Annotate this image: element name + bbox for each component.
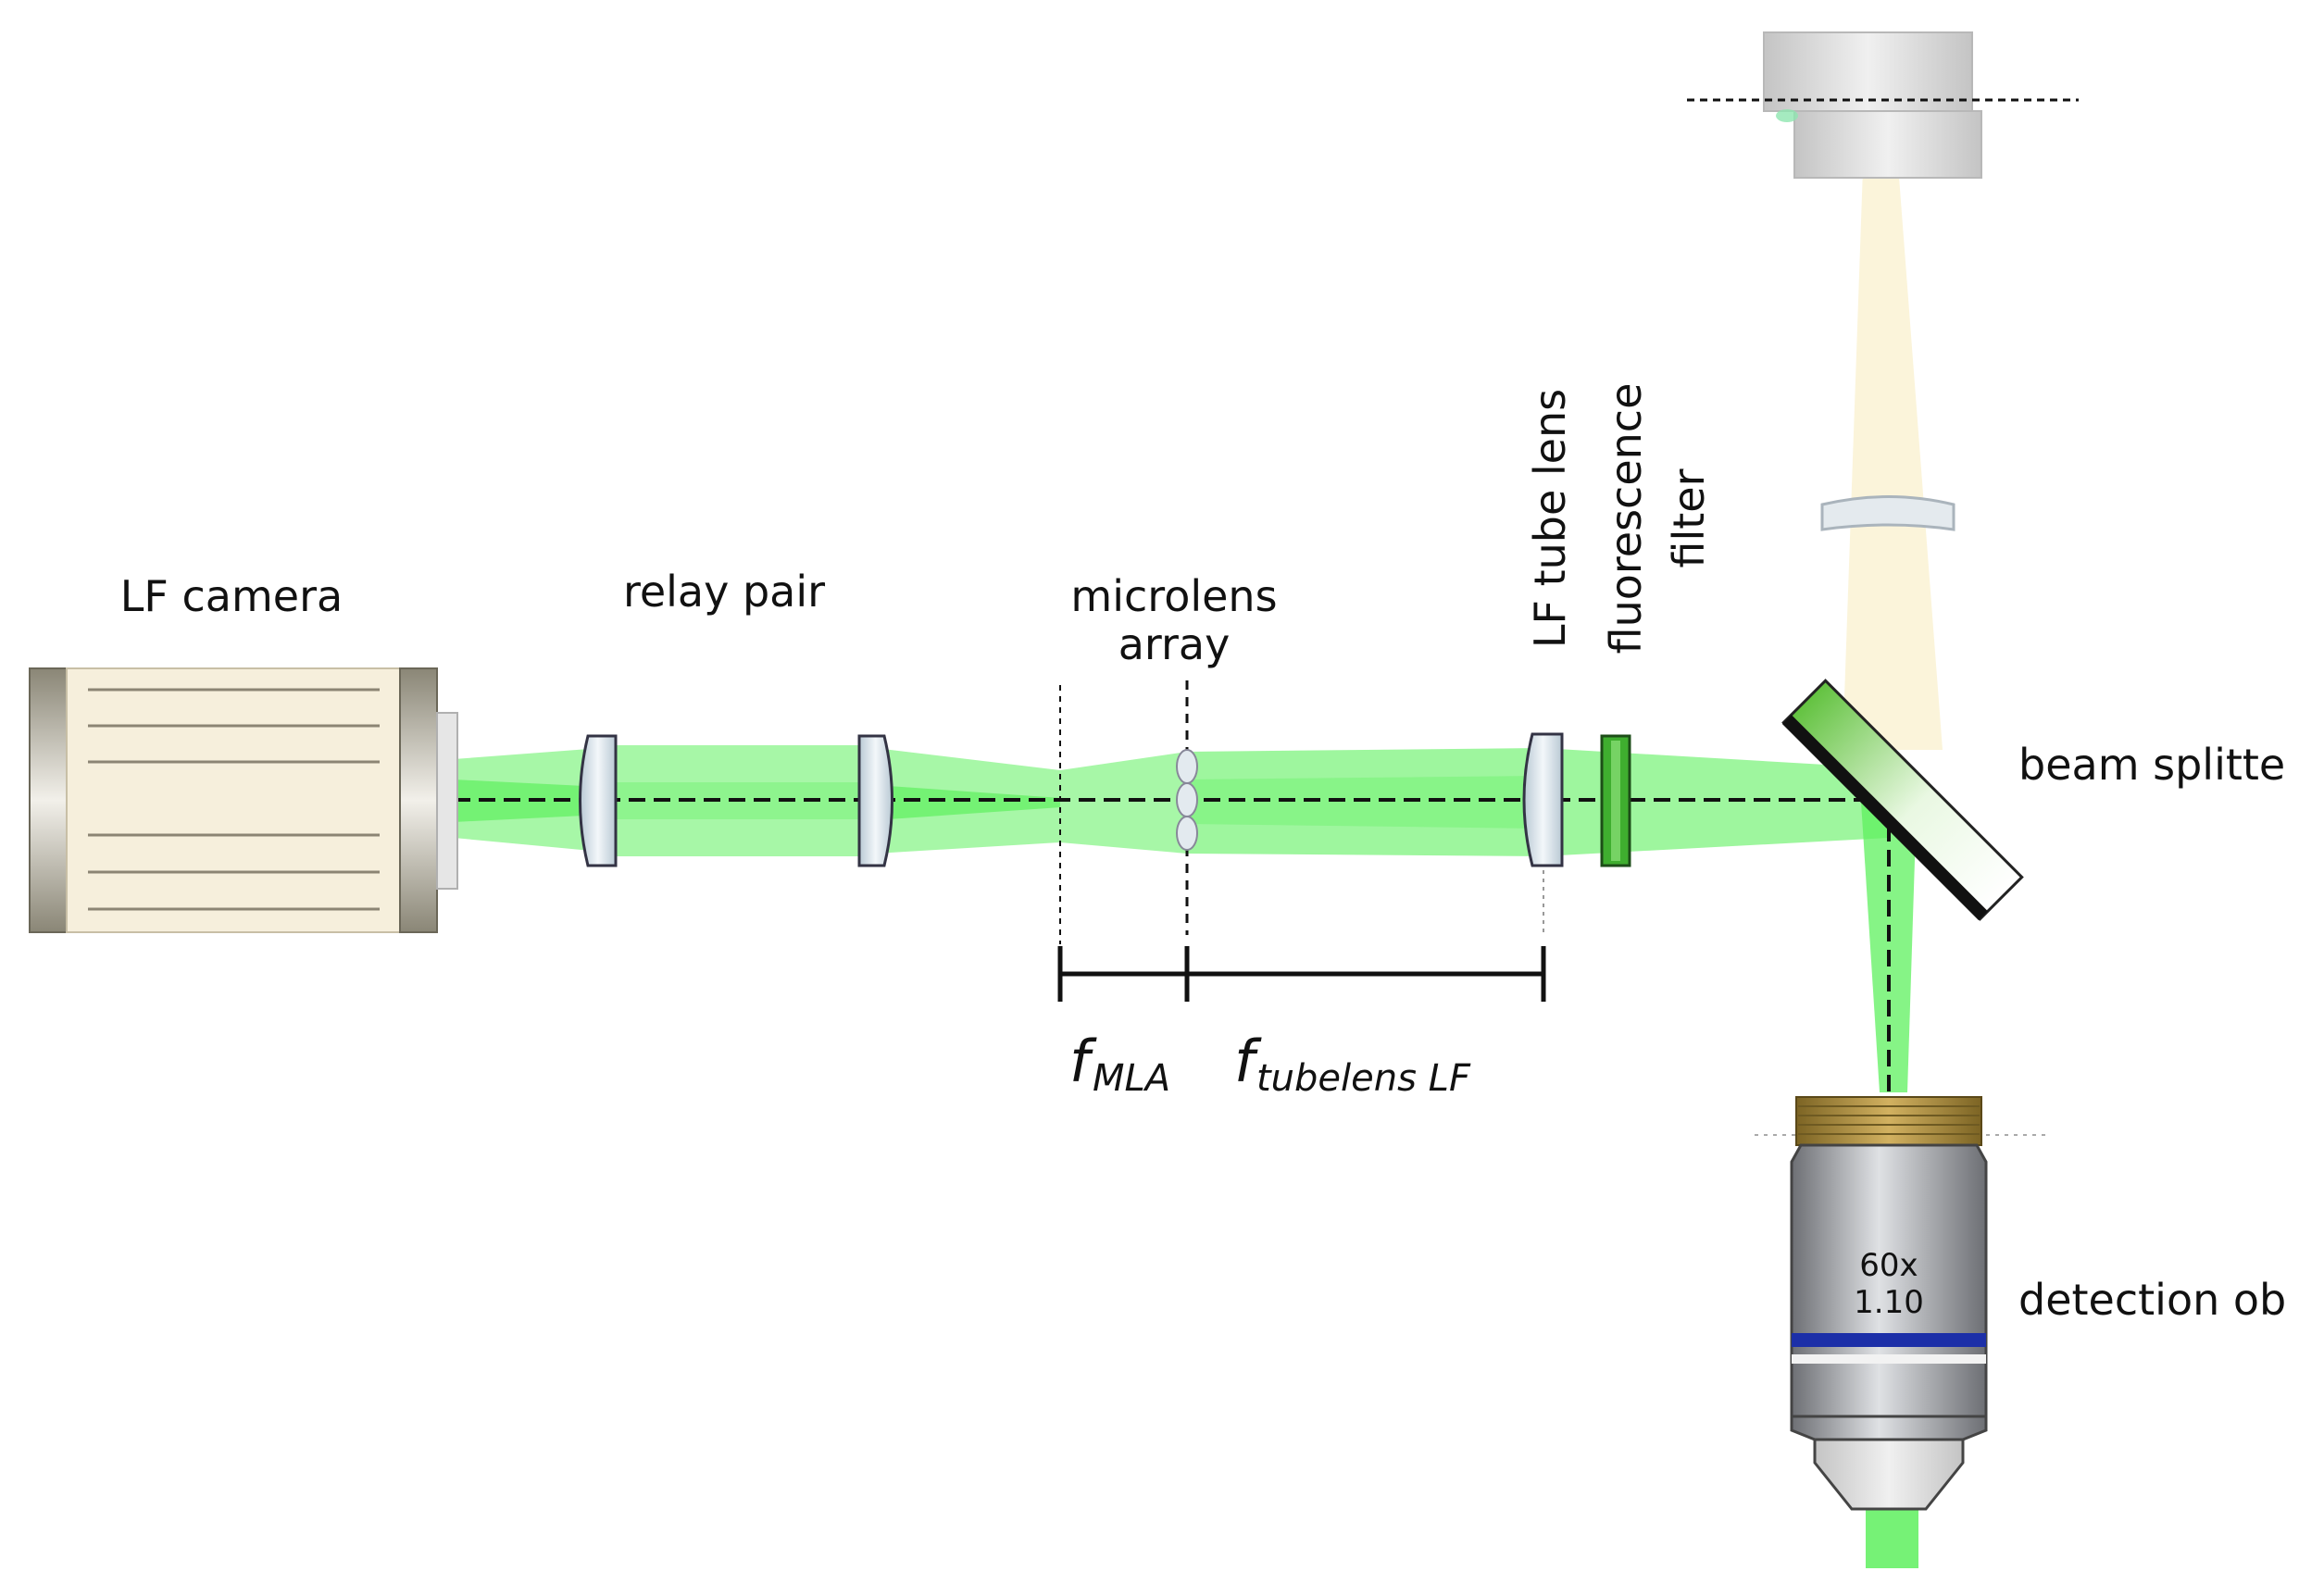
relay-lens-2 bbox=[857, 734, 893, 867]
label-microlens-line1: microlens bbox=[1070, 571, 1277, 621]
label-detection-objective: detection ob bbox=[2018, 1275, 2286, 1325]
f-mla-subscript: MLA bbox=[1093, 1057, 1170, 1100]
optical-axis bbox=[454, 798, 1891, 1092]
label-lf-tube-lens: LF tube lens bbox=[1525, 389, 1575, 648]
label-relay-pair: relay pair bbox=[623, 567, 825, 617]
illumination-lens bbox=[1820, 495, 1955, 531]
label-lf-camera: LF camera bbox=[120, 571, 343, 621]
illumination-beam bbox=[1843, 116, 1943, 750]
lf-camera bbox=[29, 667, 458, 933]
focal-length-mla-label: f MLA bbox=[1069, 1028, 1170, 1100]
label-fluorescence-filter-line2: filter bbox=[1664, 468, 1714, 567]
lf-tube-lens bbox=[1522, 732, 1564, 935]
label-microlens-line2: array bbox=[1118, 619, 1231, 669]
objective-numerical-aperture: 1.10 bbox=[1854, 1284, 1924, 1321]
relay-lens-1 bbox=[579, 734, 618, 867]
fluorescence-filter bbox=[1600, 734, 1631, 867]
focal-length-brackets bbox=[1057, 946, 1546, 1002]
detection-objective bbox=[1755, 1096, 2051, 1511]
f-tube-subscript: tubelens LF bbox=[1256, 1057, 1471, 1100]
focal-length-tube-label: f tubelens LF bbox=[1234, 1028, 1471, 1100]
label-beam-splitter: beam splitte bbox=[2018, 740, 2285, 790]
label-fluorescence-filter-line1: fluorescence bbox=[1601, 383, 1651, 655]
beam-splitter bbox=[1781, 679, 2024, 921]
top-objective-housing bbox=[1687, 31, 2079, 179]
microlens-array bbox=[1059, 680, 1198, 944]
objective-magnification: 60x bbox=[1859, 1247, 1918, 1284]
